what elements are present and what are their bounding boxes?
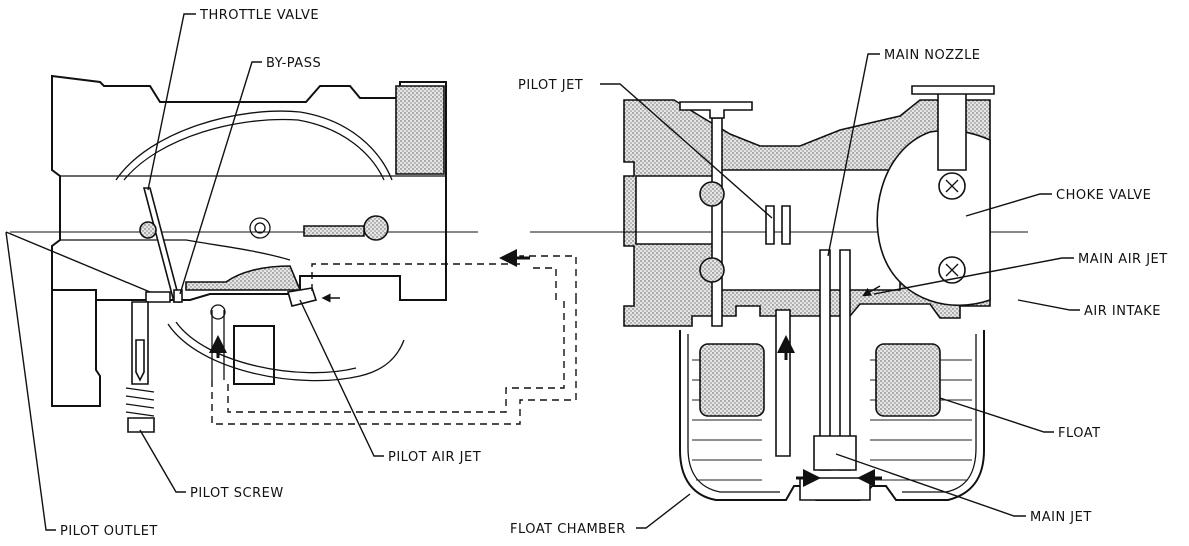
choke-screw-top-x: [945, 179, 959, 193]
leader-throttle-valve: [147, 13, 196, 191]
pilot-outlet-port: [145, 291, 171, 303]
label-air-intake: AIR INTAKE: [1084, 304, 1161, 319]
pilot-air-jet-body: [286, 287, 318, 307]
label-pilot-screw: PILOT SCREW: [190, 486, 284, 501]
left-cast-region-lower: [185, 265, 302, 291]
right-stem-cap: [911, 85, 995, 95]
left-lower-boss: [233, 325, 275, 385]
leader-choke-valve: [965, 193, 1052, 217]
label-float-chamber: FLOAT CHAMBER: [510, 522, 626, 537]
left-plug-circle: [363, 215, 389, 241]
throttle-shaft-inner: [254, 222, 266, 234]
label-throttle-valve: THROTTLE VALVE: [199, 8, 319, 23]
pilot-jet-body-b: [781, 205, 791, 245]
float-left: [699, 343, 765, 417]
left-needle-bar: [303, 225, 365, 237]
leader-main-nozzle: [827, 53, 880, 257]
main-jet-block: [813, 435, 857, 471]
label-by-pass: BY-PASS: [266, 56, 321, 71]
label-main-air-jet: MAIN AIR JET: [1078, 252, 1168, 267]
left-slide-arc-top: [115, 110, 393, 181]
left-body-lower-outline: [51, 290, 101, 407]
leader-pilot-jet: [600, 83, 773, 219]
pilot-fuel-line-upper-inner: [528, 267, 557, 300]
leader-float-chamber: [636, 493, 691, 529]
left-slide-arc-top-inner: [123, 118, 385, 181]
leader-main-air-jet: [873, 257, 1074, 295]
left-cast-region-top: [395, 85, 445, 175]
left-slide-arc-bottom: [167, 323, 405, 382]
label-main-jet: MAIN JET: [1030, 510, 1092, 525]
left-stem: [711, 117, 723, 327]
throttle-shaft-outer: [249, 217, 271, 239]
leader-by-pass: [179, 61, 262, 295]
left-small-circle-a: [139, 221, 157, 239]
label-pilot-air-jet: PILOT AIR JET: [388, 450, 481, 465]
throttle-valve-plate: [142, 187, 182, 303]
label-pilot-jet: PILOT JET: [518, 78, 583, 93]
label-choke-valve: CHOKE VALVE: [1056, 188, 1151, 203]
leader-float: [939, 397, 1054, 433]
left-stem-cap: [679, 101, 753, 119]
pilot-screw-thread: [125, 387, 155, 417]
flow-arrow-main-air: [862, 285, 881, 297]
leader-pilot-air-jet: [299, 299, 384, 457]
label-main-nozzle: MAIN NOZZLE: [884, 48, 981, 63]
leader-air-intake: [1017, 299, 1080, 311]
pilot-jet-body: [765, 205, 775, 245]
main-jet-base: [799, 477, 871, 501]
right-bore-circle-b: [699, 257, 725, 283]
pilot-passage-cap: [210, 304, 226, 320]
choke-screw-bottom-x: [945, 263, 959, 277]
left-slide-arc-bottom-inner: [175, 321, 357, 374]
pilot-fuel-line-lower-inner: [227, 300, 565, 413]
leader-lines: [5, 13, 1080, 531]
left-bore-bottom: [60, 239, 291, 261]
label-pilot-outlet: PILOT OUTLET: [60, 524, 158, 539]
pilot-fuel-line-upper: [311, 255, 577, 300]
pilot-screw-needle: [135, 339, 145, 382]
pilot-fuel-line-lower: [211, 300, 577, 425]
label-float: FLOAT: [1058, 426, 1101, 441]
leader-main-jet: [835, 453, 1026, 517]
leader-pilot-outlet: [5, 231, 151, 531]
right-section-view: [530, 85, 1028, 501]
pilot-screw-head: [127, 417, 155, 433]
right-bore-circle-a: [699, 181, 725, 207]
right-stem: [937, 91, 967, 171]
left-body-upper-outline: [51, 74, 447, 301]
pilot-fuel-tube: [775, 309, 791, 457]
left-section-view: [10, 74, 478, 433]
float-right: [875, 343, 941, 417]
leader-pilot-screw: [139, 429, 186, 493]
